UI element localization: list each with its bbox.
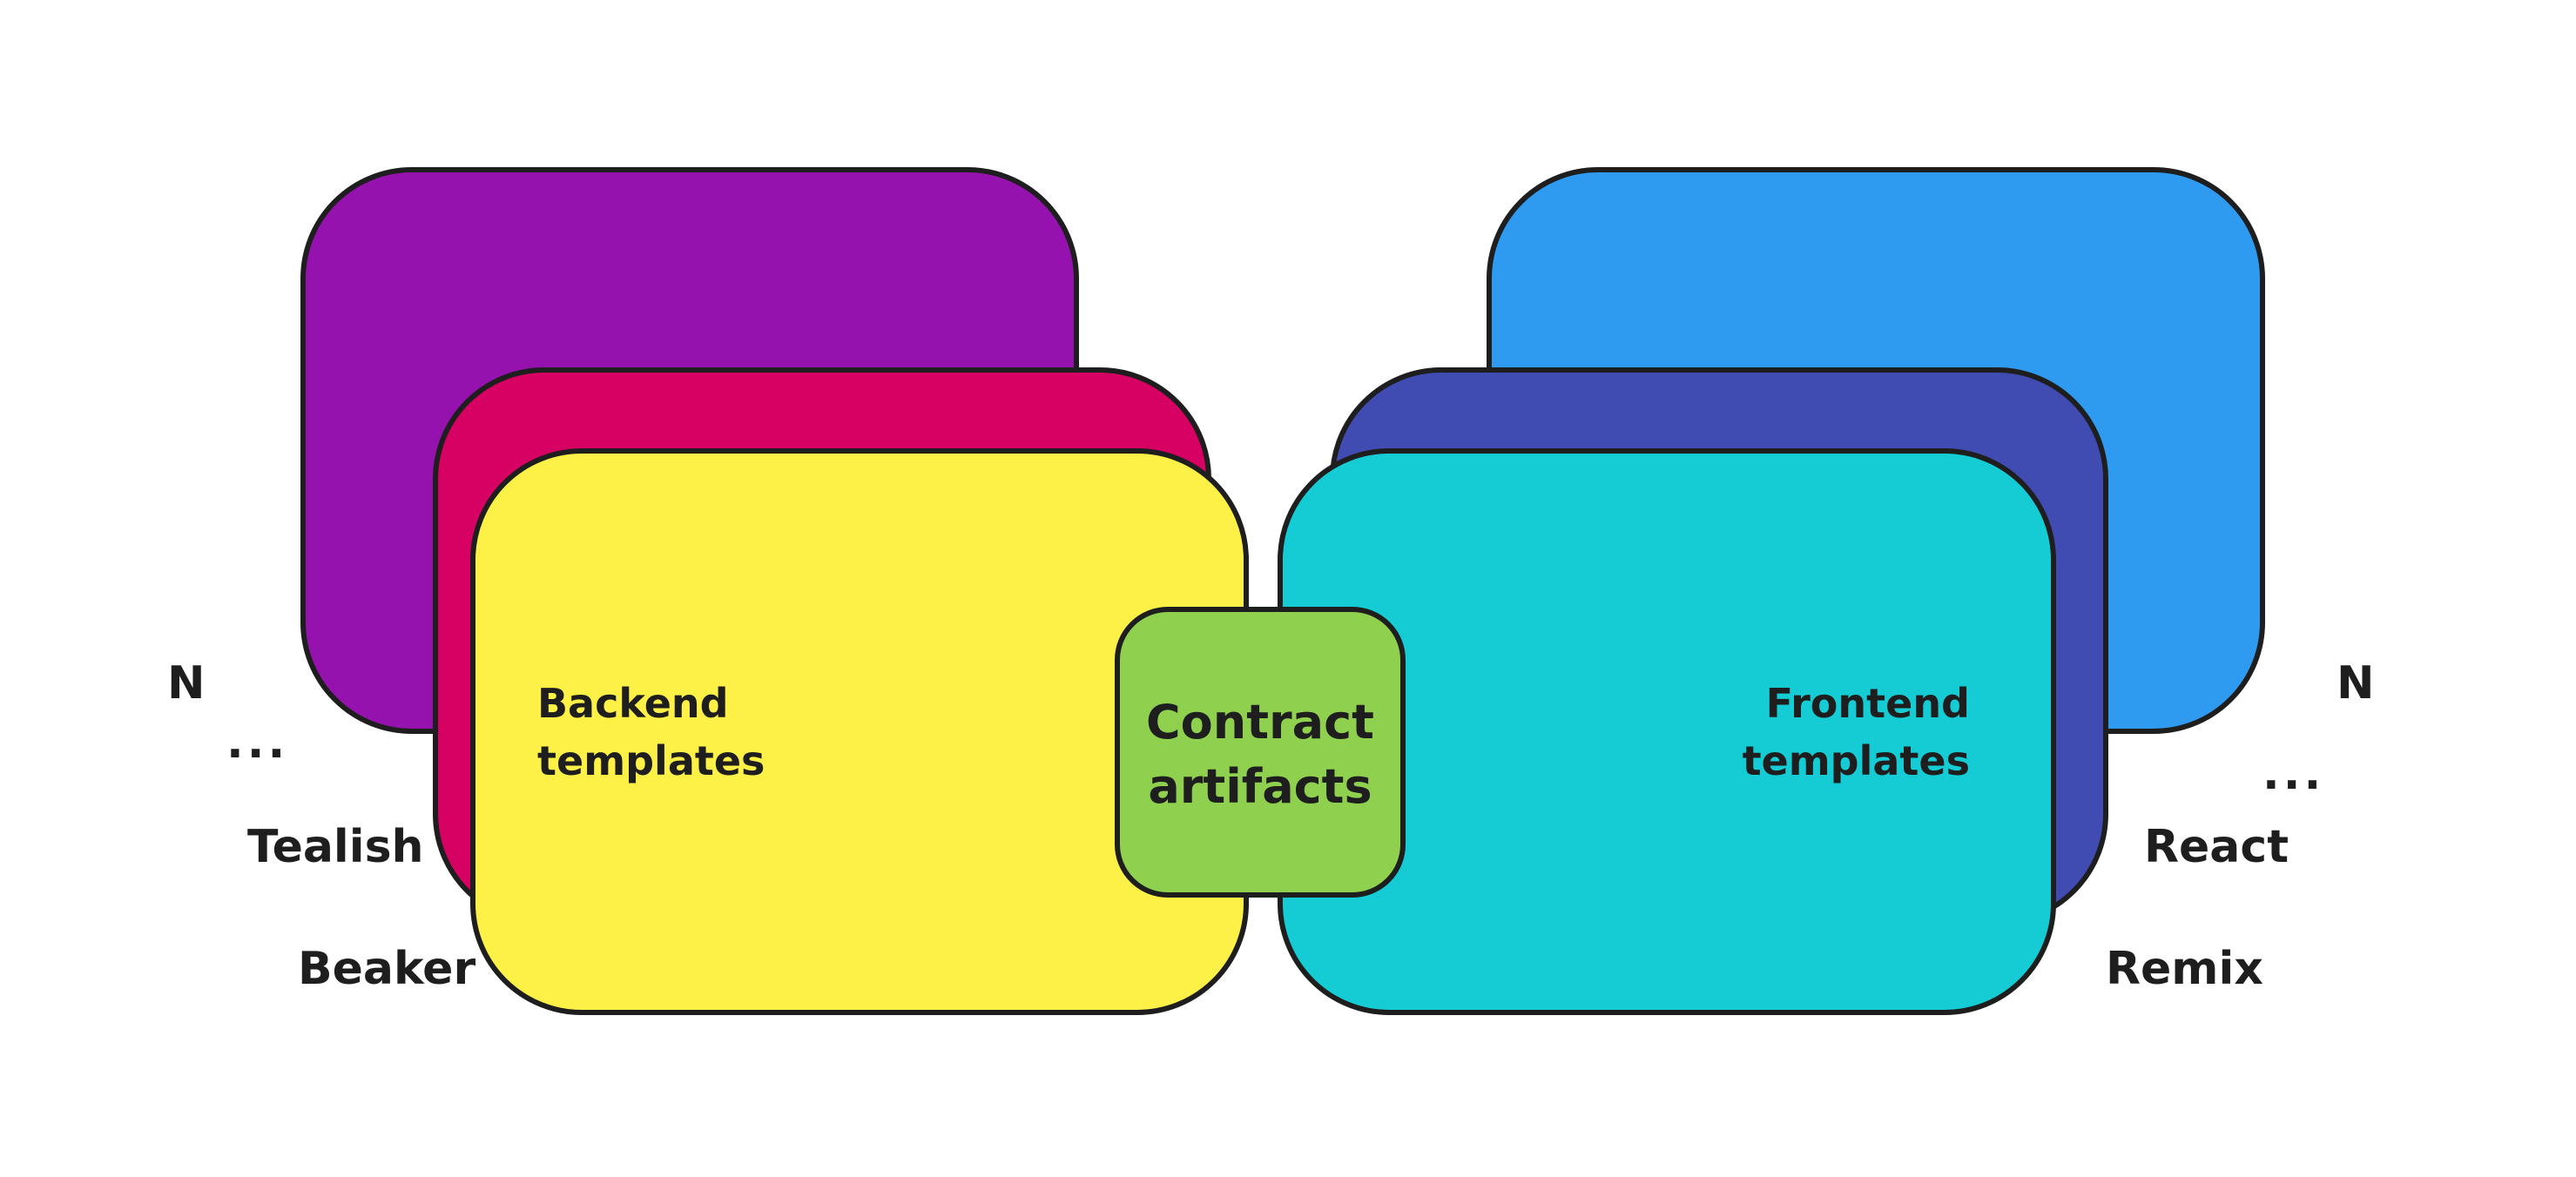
left-tealish-label: Tealish <box>247 821 424 873</box>
left-ellipsis: ... <box>226 716 288 769</box>
backend-label-line1: Backend <box>537 680 729 727</box>
right-remix-label: Remix <box>2106 943 2263 995</box>
right-ellipsis: ... <box>2262 748 2324 800</box>
backend-label-line2: templates <box>537 737 765 784</box>
contract-artifacts-box <box>1115 607 1406 898</box>
frontend-label-line2: templates <box>1743 737 1970 784</box>
right-n-label: N <box>2337 657 2375 710</box>
left-n-label: N <box>167 657 206 710</box>
frontend-label-line1: Frontend <box>1766 680 1970 727</box>
contract-label-line1: Contract <box>1146 695 1374 750</box>
left-beaker-label: Beaker <box>298 943 475 995</box>
right-react-label: React <box>2144 821 2289 873</box>
contract-label-line2: artifacts <box>1148 759 1372 814</box>
